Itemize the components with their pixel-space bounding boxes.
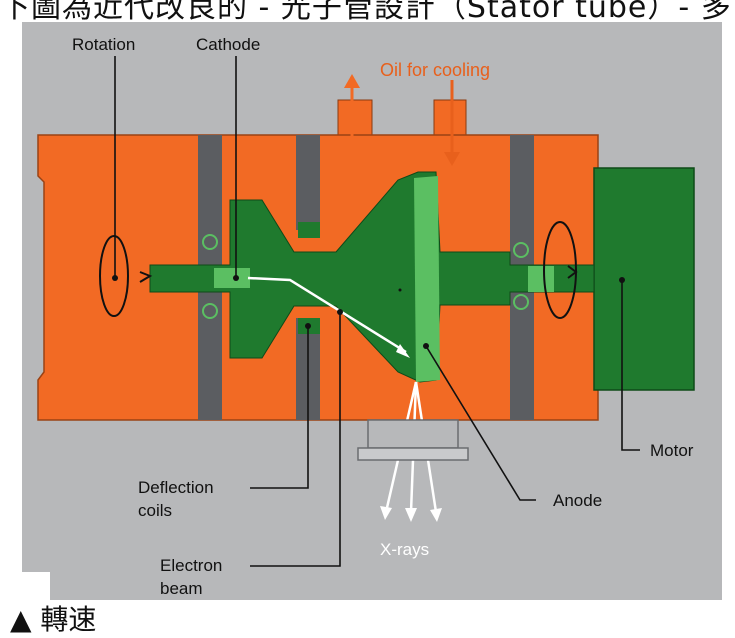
leader-dot bbox=[619, 277, 625, 283]
leader-dot bbox=[305, 323, 311, 329]
xray-arrowhead-icon bbox=[380, 506, 392, 520]
electron-label-line2: beam bbox=[160, 579, 203, 598]
vacuum-envelope bbox=[149, 171, 595, 383]
rotation-label: Rotation bbox=[72, 35, 135, 54]
oil-label: Oil for cooling bbox=[380, 60, 490, 80]
xray-window-frame bbox=[367, 419, 459, 449]
electron-label-line1: Electron bbox=[160, 556, 222, 575]
bearing-icon bbox=[513, 294, 529, 310]
xrays-label: X-rays bbox=[380, 540, 429, 559]
bearing-icon bbox=[202, 234, 218, 250]
anode-label: Anode bbox=[553, 491, 602, 510]
top-caption: 下圖為近代改良的 - 光子管設計（Stator tube）- 多 bbox=[0, 0, 732, 25]
leader-dot bbox=[233, 275, 239, 281]
bearing-icon bbox=[513, 242, 529, 258]
corner-artifact bbox=[22, 572, 50, 600]
oil-inlet-pipe bbox=[337, 99, 373, 141]
rotation-arrowhead-icon bbox=[139, 271, 153, 283]
x-ray-tube-diagram: Rotation Cathode Oil for cooling Deflect… bbox=[22, 22, 722, 600]
anode-disc bbox=[414, 176, 440, 382]
deflection-leader-line bbox=[250, 326, 309, 489]
deflection-label-line2: coils bbox=[138, 501, 172, 520]
leader-dot bbox=[423, 343, 429, 349]
cathode-block bbox=[214, 268, 250, 288]
support-bar-upper bbox=[296, 135, 320, 230]
deflection-coil-top bbox=[298, 222, 320, 238]
leader-dot bbox=[112, 275, 118, 281]
bearing-icon bbox=[202, 303, 218, 319]
center-dot bbox=[398, 288, 402, 292]
electron-beam-arrowhead-icon bbox=[396, 344, 410, 358]
shaft-segment bbox=[528, 266, 554, 292]
xray-arrowhead-icon bbox=[405, 508, 417, 522]
oil-up-arrowhead-icon bbox=[344, 74, 360, 88]
oil-down-arrowhead-icon bbox=[444, 152, 460, 166]
oil-outlet-pipe bbox=[433, 99, 467, 141]
rotation-arrow-icon bbox=[99, 235, 129, 317]
motor-block bbox=[593, 167, 695, 391]
leader-dot bbox=[337, 309, 343, 315]
motor-leader-line bbox=[621, 280, 640, 451]
electron-leader-line bbox=[250, 312, 341, 567]
electron-beam-path bbox=[247, 276, 407, 354]
bottom-caption: ▲ 轉速 bbox=[10, 603, 97, 636]
motor-rotation-arrowhead-icon bbox=[567, 265, 578, 279]
xray-window-plate bbox=[357, 447, 469, 461]
xray-arrowhead-icon bbox=[430, 508, 442, 522]
motor-label: Motor bbox=[650, 441, 694, 460]
deflection-label-line1: Deflection bbox=[138, 478, 214, 497]
motor-rotation-icon bbox=[543, 221, 577, 319]
anode-leader-line bbox=[425, 345, 536, 501]
cathode-label: Cathode bbox=[196, 35, 260, 54]
